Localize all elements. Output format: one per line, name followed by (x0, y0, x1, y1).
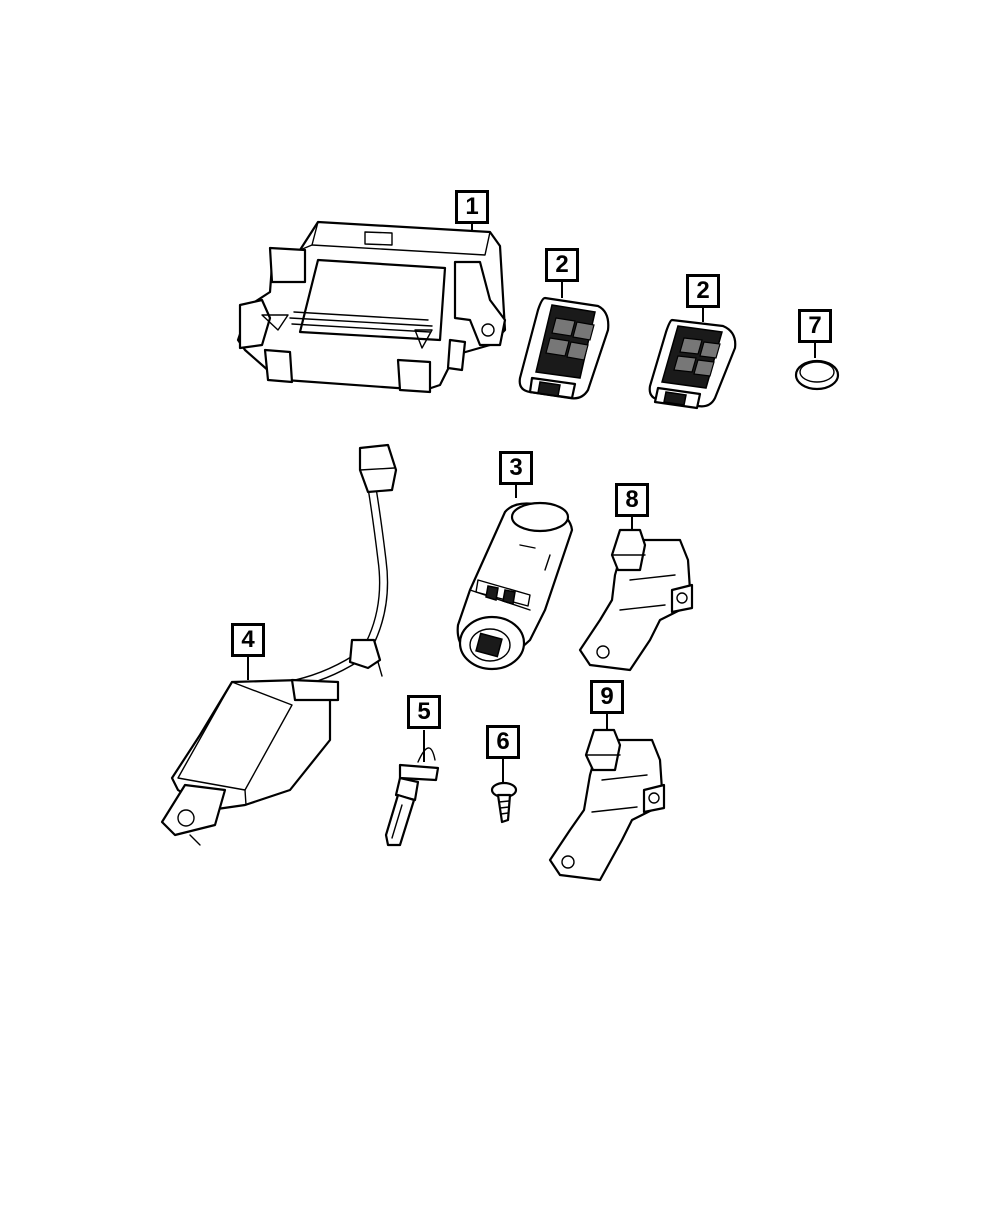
key-fob-b-part (648, 318, 737, 410)
coin-battery-part (794, 359, 840, 391)
antenna-b-part (548, 728, 666, 882)
key-blade-part (384, 747, 440, 847)
callout-3: 3 (499, 451, 533, 485)
callout-7: 7 (798, 309, 832, 343)
receiver-module-part (160, 443, 398, 846)
callout-6: 6 (486, 725, 520, 759)
module-part (236, 220, 507, 394)
screw-part (490, 781, 518, 824)
key-fob-a-part (518, 296, 610, 400)
leader-lines (247, 224, 816, 783)
callout-5: 5 (407, 695, 441, 729)
callout-1: 1 (455, 190, 489, 224)
callout-8: 8 (615, 483, 649, 517)
callout-2-fob-a: 2 (545, 248, 579, 282)
antenna-a-part (578, 528, 694, 672)
callout-2-fob-b: 2 (686, 274, 720, 308)
callout-9: 9 (590, 680, 624, 714)
ignition-switch-part (456, 501, 574, 671)
callout-4: 4 (231, 623, 265, 657)
